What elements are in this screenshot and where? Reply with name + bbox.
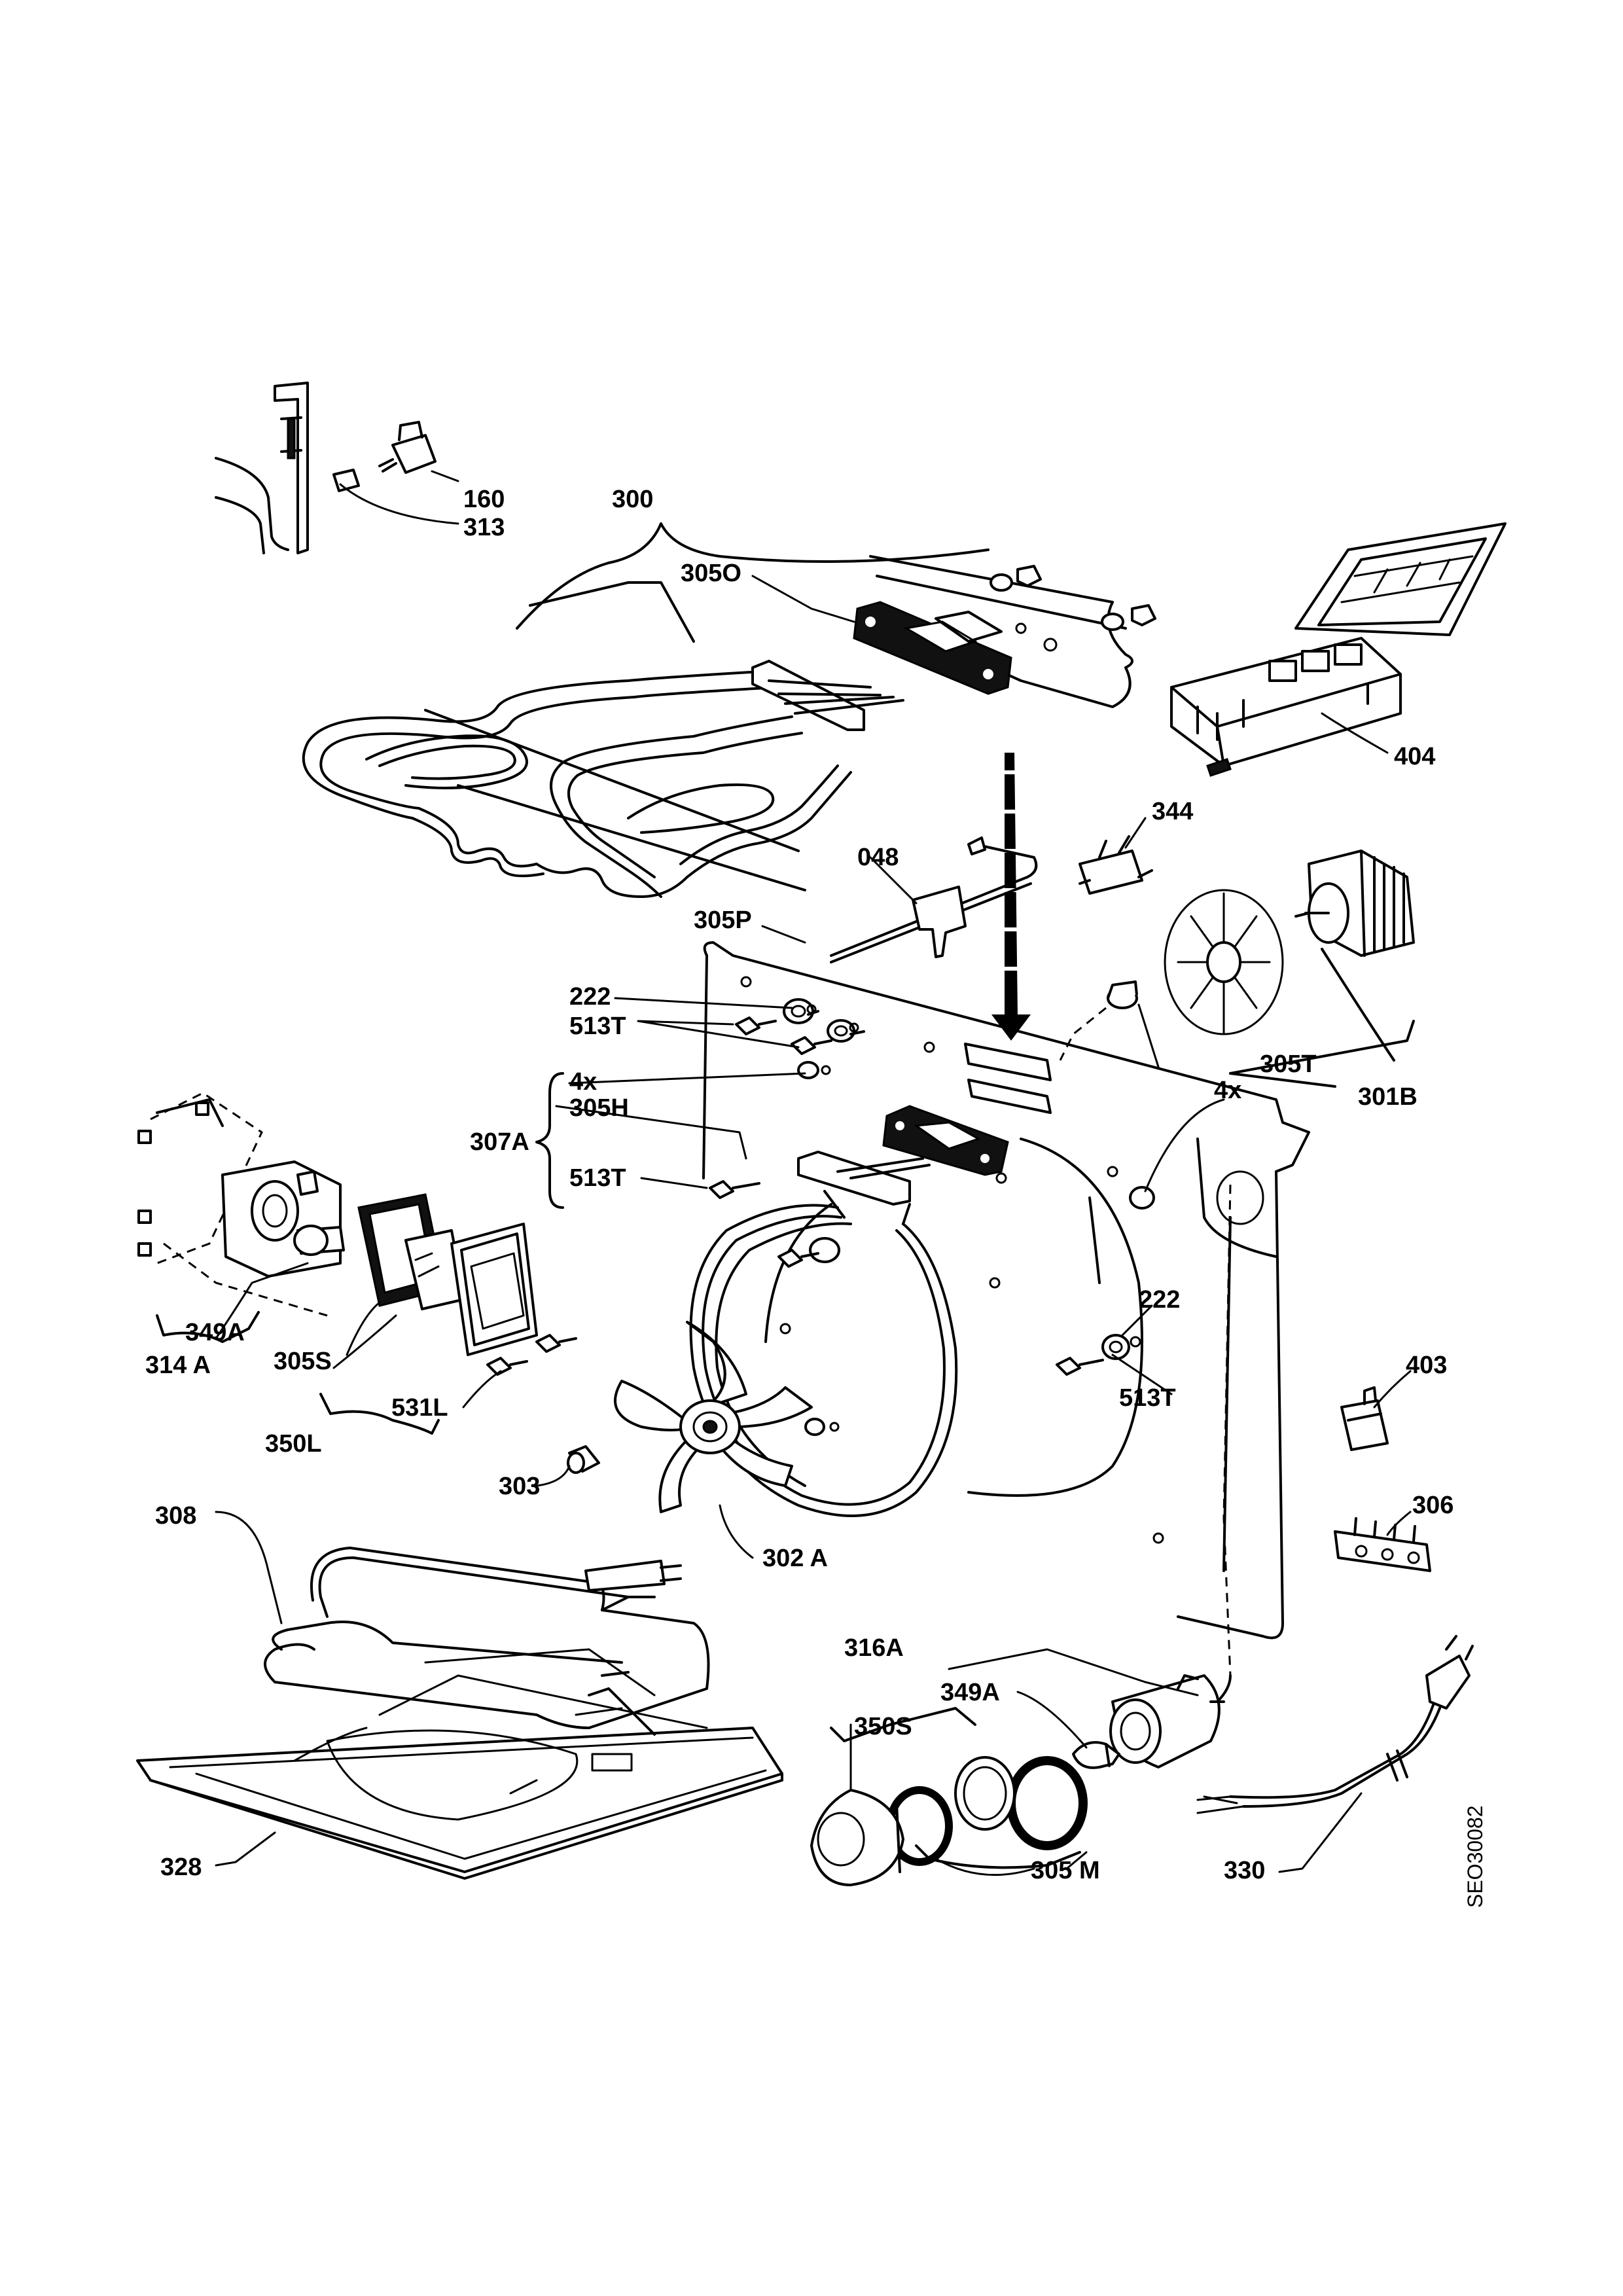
temperature-sensor-part-048 [830, 836, 1038, 963]
part-403 [1340, 1386, 1389, 1451]
label-305T: 305T [1260, 1050, 1317, 1078]
door-hinge-assembly [215, 382, 309, 554]
bushing-part-305T [1059, 980, 1138, 1061]
part-labels: 160 313 300 305O 404 344 048 305P 222 51… [145, 486, 1487, 1908]
ring-part-305M [886, 1756, 1088, 1866]
label-328: 328 [160, 1854, 202, 1881]
label-4x-left: 4x [569, 1068, 597, 1096]
label-513T-middle: 513T [569, 1164, 626, 1192]
label-305H: 305H [569, 1094, 629, 1122]
label-307A: 307A [470, 1128, 529, 1156]
gasket-part-305O [853, 601, 1058, 695]
fan-cover-ring [689, 1186, 1155, 1517]
label-513T-upper: 513T [569, 1013, 626, 1040]
terminal-strip-part-306 [1334, 1517, 1431, 1572]
label-222-upper: 222 [569, 983, 611, 1011]
grill-element-part-300 [302, 581, 904, 898]
label-305M: 305 M [1031, 1857, 1100, 1884]
fan-blade-part-302A [614, 1321, 813, 1513]
label-300: 300 [612, 486, 653, 513]
label-303: 303 [499, 1473, 540, 1500]
label-344: 344 [1152, 798, 1193, 825]
label-222-lower: 222 [1139, 1286, 1180, 1314]
label-531L: 531L [391, 1394, 448, 1422]
label-048: 048 [857, 844, 899, 871]
label-349A-right: 349A [940, 1679, 1000, 1706]
screws-lower [1056, 1334, 1141, 1376]
label-349A-left: 349A [185, 1319, 245, 1346]
label-316A: 316A [844, 1634, 904, 1662]
label-350L: 350L [265, 1430, 322, 1458]
label-305P: 305P [694, 906, 752, 934]
label-306: 306 [1412, 1492, 1454, 1519]
label-330: 330 [1224, 1857, 1265, 1884]
switch-part-344 [1079, 835, 1153, 895]
lamp-holder-part-316A [1109, 1674, 1232, 1768]
label-4x-right: 4x [1214, 1077, 1241, 1104]
label-302A: 302 A [762, 1545, 828, 1572]
bracket-301B [1229, 1020, 1415, 1088]
drawing-code: SEO30082 [1463, 1805, 1487, 1908]
label-305S: 305S [274, 1348, 332, 1375]
door-switch-part-160 [332, 421, 437, 492]
glass-part-350L [404, 1223, 538, 1356]
label-305O: 305O [681, 560, 741, 587]
lower-element-part-308 [264, 1547, 710, 1729]
label-313: 313 [463, 514, 505, 541]
braces [156, 1072, 1081, 1869]
power-cord-part-330 [1196, 1635, 1474, 1814]
gasket-part-305H [882, 1105, 1009, 1176]
terminal-block [797, 1151, 931, 1206]
leader-lines [215, 470, 1412, 1876]
bottom-panel-part-328 [136, 1648, 783, 1880]
label-308: 308 [155, 1502, 196, 1530]
label-513T-lower: 513T [1119, 1384, 1176, 1412]
label-403: 403 [1406, 1352, 1447, 1379]
label-301B: 301B [1358, 1083, 1418, 1111]
label-160: 160 [463, 486, 505, 513]
lamp-plate-part-314A [137, 1092, 345, 1317]
glass-cover-part-350S [810, 1789, 904, 1886]
nuts-top [990, 565, 1156, 631]
brace-300 [516, 522, 990, 630]
control-module-part-404 [1170, 522, 1507, 777]
fan-motor-part-301B [1164, 850, 1415, 1062]
label-350S: 350S [854, 1713, 912, 1740]
nut-part-303 [567, 1445, 600, 1474]
screws-part-531L [486, 1334, 577, 1376]
label-314A: 314 A [145, 1352, 211, 1379]
label-404: 404 [1394, 743, 1435, 770]
